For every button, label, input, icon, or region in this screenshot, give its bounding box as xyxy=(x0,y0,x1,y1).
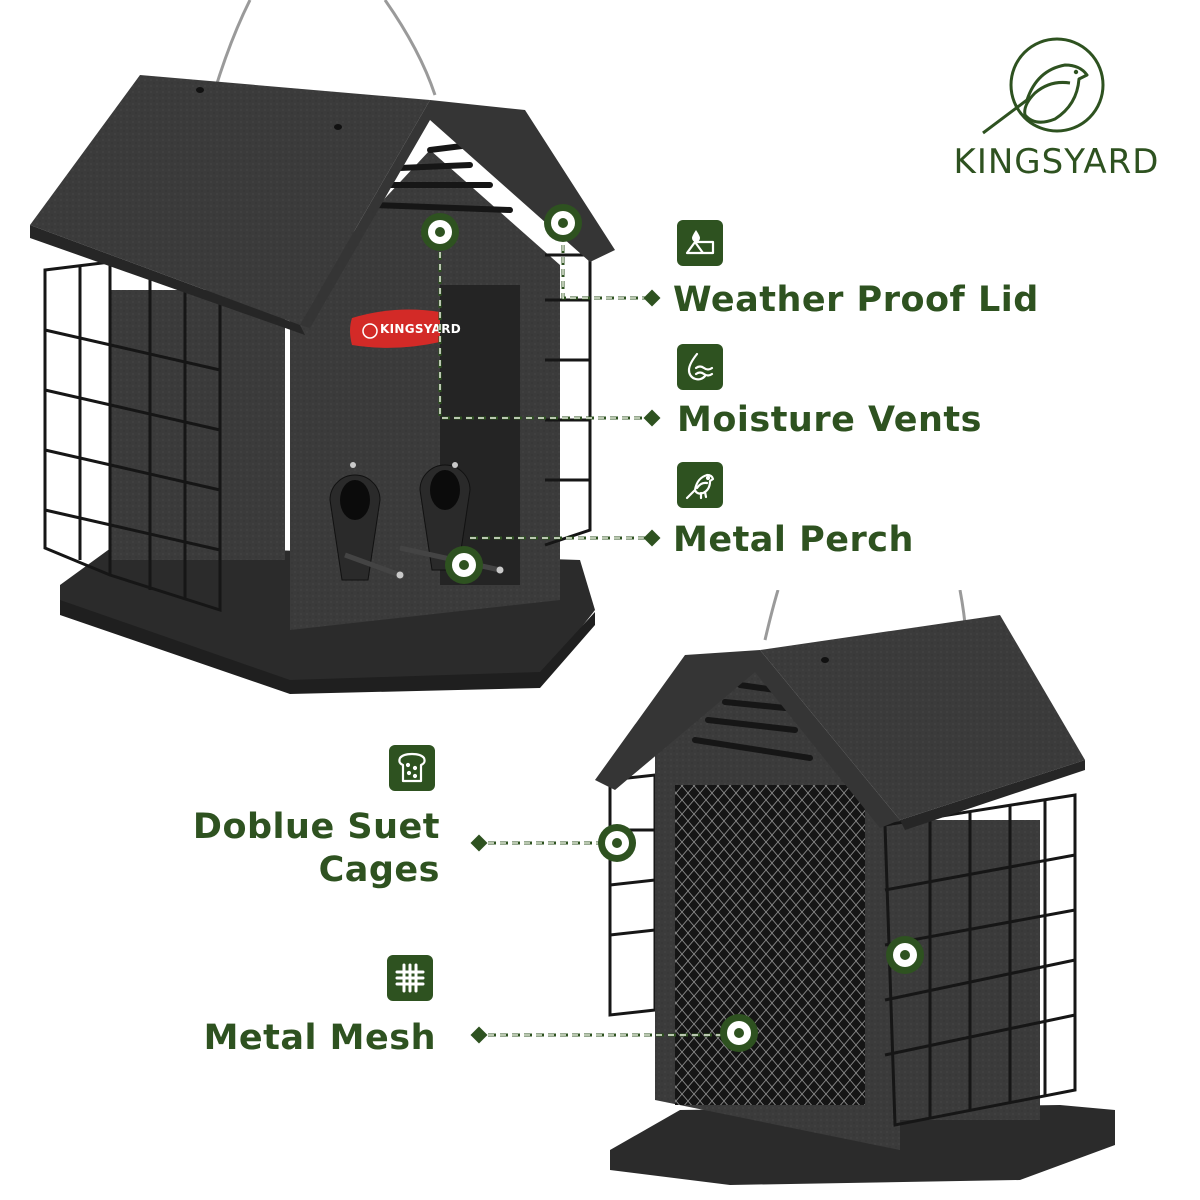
roof-rain-icon xyxy=(677,220,723,266)
marker-suet-cages-right[interactable] xyxy=(885,935,925,975)
feeder-back-view-image xyxy=(595,590,1115,1185)
brand-badge xyxy=(350,309,440,348)
marker-weather-proof-lid[interactable] xyxy=(543,203,583,243)
kingsyard-logo-bird-icon xyxy=(982,37,1105,135)
feature-label-metal-perch: Metal Perch xyxy=(673,520,914,560)
feature-label-suet-cages-line2: Cages xyxy=(318,850,440,890)
marker-metal-mesh[interactable] xyxy=(719,1013,759,1053)
marker-moisture-vents[interactable] xyxy=(420,212,460,252)
feature-label-moisture-vents: Moisture Vents xyxy=(677,400,982,440)
marker-metal-perch[interactable] xyxy=(444,545,484,585)
brand-wordmark: KINGSYARD xyxy=(953,142,1160,182)
feature-label-weather-proof-lid: Weather Proof Lid xyxy=(673,280,1039,320)
bread-icon xyxy=(389,745,435,791)
bird-icon xyxy=(677,462,723,508)
feeder-front-view-image xyxy=(30,0,615,694)
marker-suet-cages[interactable] xyxy=(597,823,637,863)
feature-label-metal-mesh: Metal Mesh xyxy=(203,1018,436,1058)
water-drop-waves-icon xyxy=(677,344,723,390)
grid-mesh-icon xyxy=(387,955,433,1001)
feature-label-suet-cages-line1: Doblue Suet xyxy=(192,807,440,847)
brand-badge-text: KINGSYARD xyxy=(380,322,462,336)
